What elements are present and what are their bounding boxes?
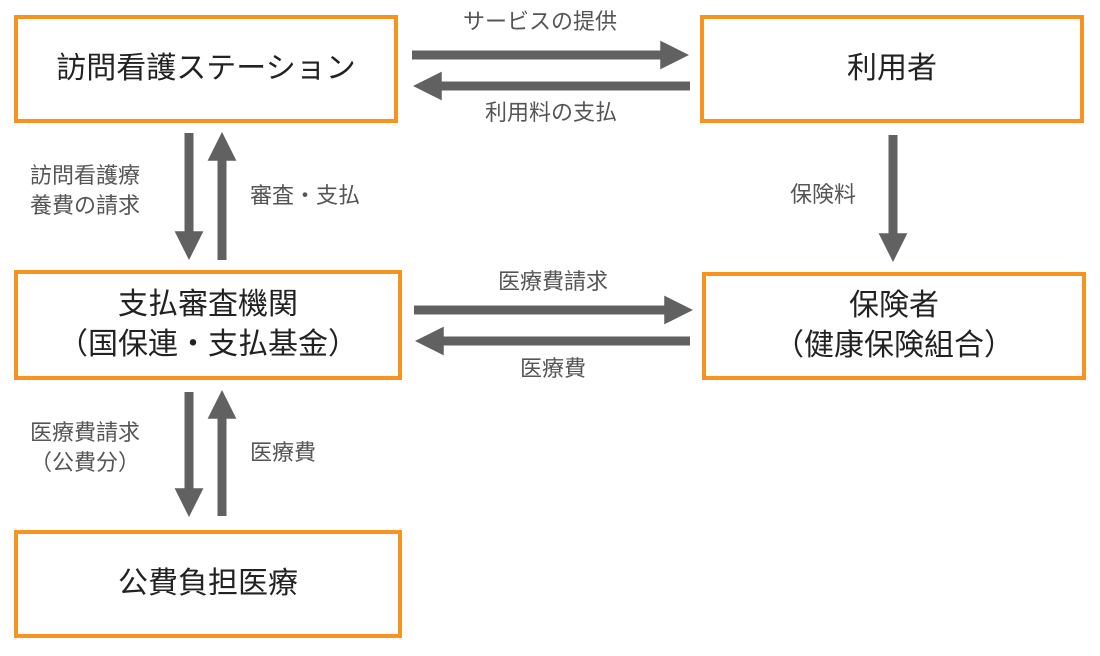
- label-insurance-premium: 保険料: [790, 183, 857, 208]
- node-public-medical-expense-label: 公費負担医療: [118, 566, 298, 601]
- node-public-medical-expense: 公費負担医療: [14, 530, 402, 638]
- node-payment-review-org: 支払審査機関 （国保連・支払基金）: [14, 270, 402, 380]
- label-nursing-fee-claim: 訪問看護療 養費の請求: [30, 164, 141, 219]
- node-payment-review-org-sublabel: （国保連・支払基金）: [58, 327, 358, 362]
- label-service-provision: サービスの提供: [462, 10, 617, 35]
- node-user-label: 利用者: [847, 51, 937, 86]
- node-insurer-sublabel: （健康保険組合）: [774, 328, 1014, 363]
- node-user: 利用者: [700, 15, 1084, 123]
- node-payment-review-org-label: 支払審査機関: [118, 287, 298, 322]
- label-fee-payment: 利用料の支払: [484, 101, 617, 126]
- label-medical-expense-claim: 医療費請求: [497, 270, 608, 295]
- node-visiting-nursing-station-label: 訪問看護ステーション: [56, 51, 356, 86]
- node-insurer: 保険者 （健康保険組合）: [702, 272, 1086, 380]
- label-medical-expense: 医療費: [519, 357, 586, 382]
- label-medical-expense-public: 医療費: [250, 441, 317, 466]
- node-insurer-label: 保険者: [849, 288, 939, 323]
- label-medical-expense-claim-public: 医療費請求 （公費分）: [30, 421, 141, 476]
- label-review-payment: 審査・支払: [250, 184, 361, 209]
- node-visiting-nursing-station: 訪問看護ステーション: [14, 15, 398, 123]
